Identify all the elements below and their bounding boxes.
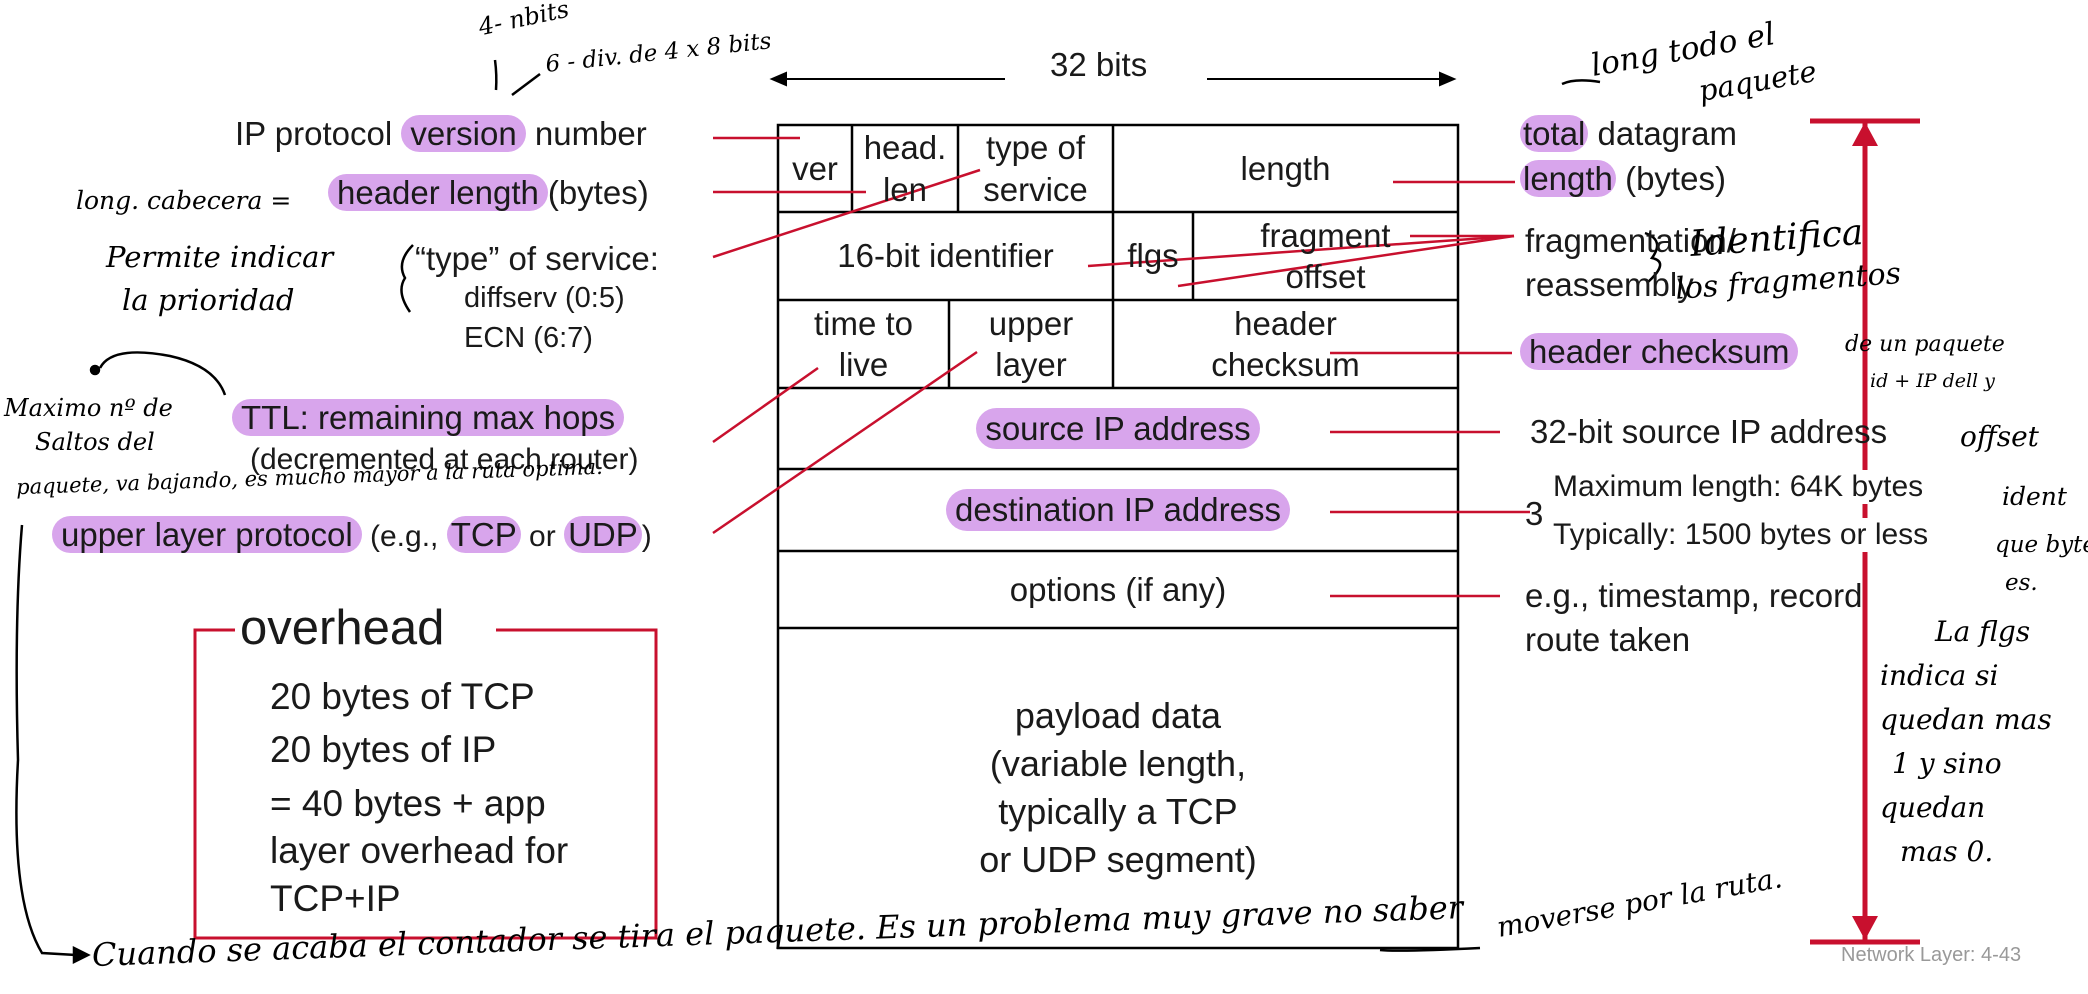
overhead-line: TCP+IP [270, 878, 401, 919]
datagram-table-grid [776, 123, 1460, 950]
handwriting-strokes [15, 59, 1662, 965]
overhead-box [193, 628, 658, 940]
label-options-route: route taken [1525, 621, 1691, 658]
label-options-example: e.g., timestamp, record [1525, 577, 1863, 614]
field-options: options (if any) [1009, 570, 1227, 608]
label-tos-ecn: ECN (6:7) [464, 322, 593, 354]
field-identifier: 16-bit identifier [837, 237, 1054, 275]
field-source-ip: source IP address [778, 388, 1458, 469]
label-dest-ip-partial: 3 [1525, 495, 1544, 532]
label-ttl-sub: (decremented at each router) [250, 443, 639, 476]
label-header-checksum: header checksum [1520, 333, 1799, 371]
bits-width-label: 32 bits [1050, 46, 1148, 83]
label-ttl: TTL: remaining max hops [232, 399, 625, 437]
annotation-flags: La flgs indica si quedan mas 1 y sino qu… [1880, 615, 2052, 868]
tooltip-max-length: Maximum length: 64K bytes [1553, 470, 1924, 504]
label-fragmentation: fragmentation/ [1525, 222, 1736, 259]
bits-width-arrows [769, 71, 1457, 87]
tooltip-typical-length: Typically: 1500 bytes or less [1553, 518, 1929, 552]
label-total-datagram: total datagram [1520, 115, 1737, 153]
annotation-tos-2: la prioridad [122, 283, 295, 317]
label-length-bytes: length (bytes) [1520, 160, 1726, 198]
field-length: length [1240, 149, 1331, 187]
label-header-length: header length(bytes) [328, 174, 649, 212]
connector-lines [712, 136, 1530, 598]
annotation-side-2: que byte [1995, 532, 2088, 558]
overhead-line: layer overhead for [270, 830, 569, 871]
label-reassembly: reassembly [1525, 266, 1694, 303]
field-flags: flgs [1127, 237, 1179, 275]
label-type-of-service: “type” of service: [415, 240, 659, 277]
overhead-line: = 40 bytes + app [270, 783, 546, 824]
field-destination-ip: destination IP address [778, 469, 1458, 551]
annotation-header-length: long. cabecera = [76, 186, 292, 215]
annotation-frag-3: de un paquete [1845, 332, 2005, 357]
annotation-ttl-2: Saltos del [35, 428, 155, 456]
label-source-ip: 32-bit source IP address [1530, 413, 1888, 450]
field-payload: payload data (variable length, typically… [979, 695, 1257, 880]
label-tos-diffserv: diffserv (0:5) [464, 282, 625, 314]
annotation-ttl-1: Maximo nº de [4, 394, 173, 422]
annotation-side-1: ident [2002, 482, 2067, 511]
label-version: IP protocol version number [235, 115, 647, 152]
overhead-title: overhead [240, 601, 445, 655]
overhead-line: 20 bytes of TCP [270, 676, 535, 717]
annotation-side-3: es. [2005, 570, 2038, 596]
field-header-length: head.len [863, 129, 947, 208]
annotation-frag-5: offset [1960, 420, 2039, 453]
label-upper-layer: upper layer protocol (e.g., TCP or UDP) [52, 516, 652, 554]
field-ver: ver [792, 149, 838, 187]
slide-number: Network Layer: 4-43 [1841, 944, 2022, 966]
annotation-tos-1: Permite indicar [106, 240, 334, 274]
overhead-line: 20 bytes of IP [270, 729, 497, 770]
annotation-frag-4: id + IP dell y [1870, 370, 1995, 392]
